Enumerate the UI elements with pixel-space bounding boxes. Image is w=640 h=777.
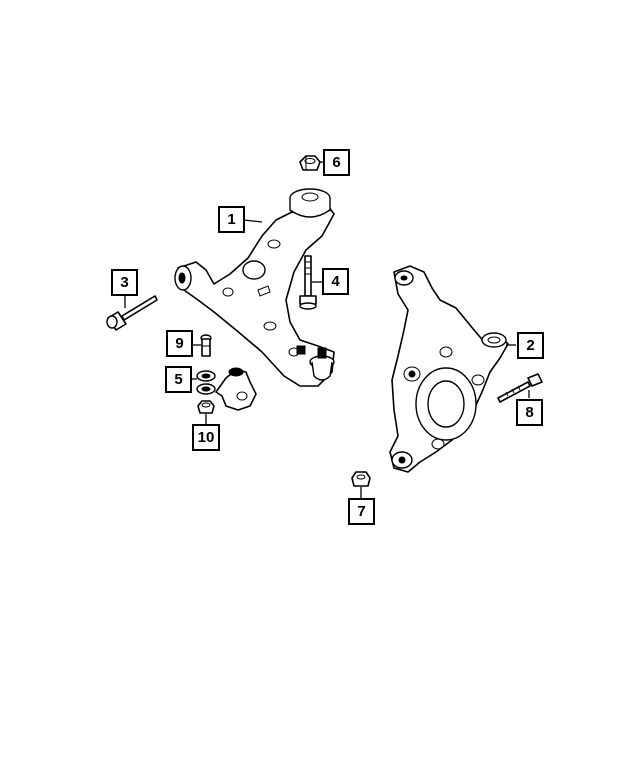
callout-label: 8 bbox=[525, 404, 533, 421]
callout-label: 6 bbox=[332, 154, 340, 171]
callout-1: 1 bbox=[218, 206, 245, 233]
callout-2: 2 bbox=[517, 332, 544, 359]
callout-9: 9 bbox=[166, 330, 193, 357]
callout-8: 8 bbox=[516, 399, 543, 426]
part-bolt-left bbox=[106, 295, 158, 331]
callout-label: 3 bbox=[120, 274, 128, 291]
part-steering-knuckle bbox=[389, 265, 509, 473]
callout-6: 6 bbox=[323, 149, 350, 176]
callout-label: 2 bbox=[526, 337, 534, 354]
part-nut-bottom bbox=[351, 471, 371, 487]
callout-label: 1 bbox=[227, 211, 235, 228]
part-control-arm bbox=[174, 188, 335, 387]
callout-label: 4 bbox=[331, 273, 340, 290]
part-small-bolt bbox=[200, 334, 212, 357]
callout-5: 5 bbox=[165, 366, 192, 393]
callout-label: 7 bbox=[357, 503, 365, 520]
leader-lines bbox=[124, 161, 530, 498]
part-nut-top bbox=[299, 155, 321, 171]
callout-7: 7 bbox=[348, 498, 375, 525]
callout-label: 5 bbox=[174, 371, 182, 388]
part-bolt-right bbox=[497, 373, 543, 403]
callout-10: 10 bbox=[192, 424, 220, 451]
callout-3: 3 bbox=[111, 269, 138, 296]
callout-label: 9 bbox=[175, 335, 183, 352]
callout-4: 4 bbox=[322, 268, 349, 295]
callout-label: 10 bbox=[198, 429, 215, 446]
part-nut-small bbox=[197, 400, 215, 414]
part-bolt-vertical bbox=[299, 255, 317, 310]
part-ball-joint bbox=[196, 367, 257, 411]
